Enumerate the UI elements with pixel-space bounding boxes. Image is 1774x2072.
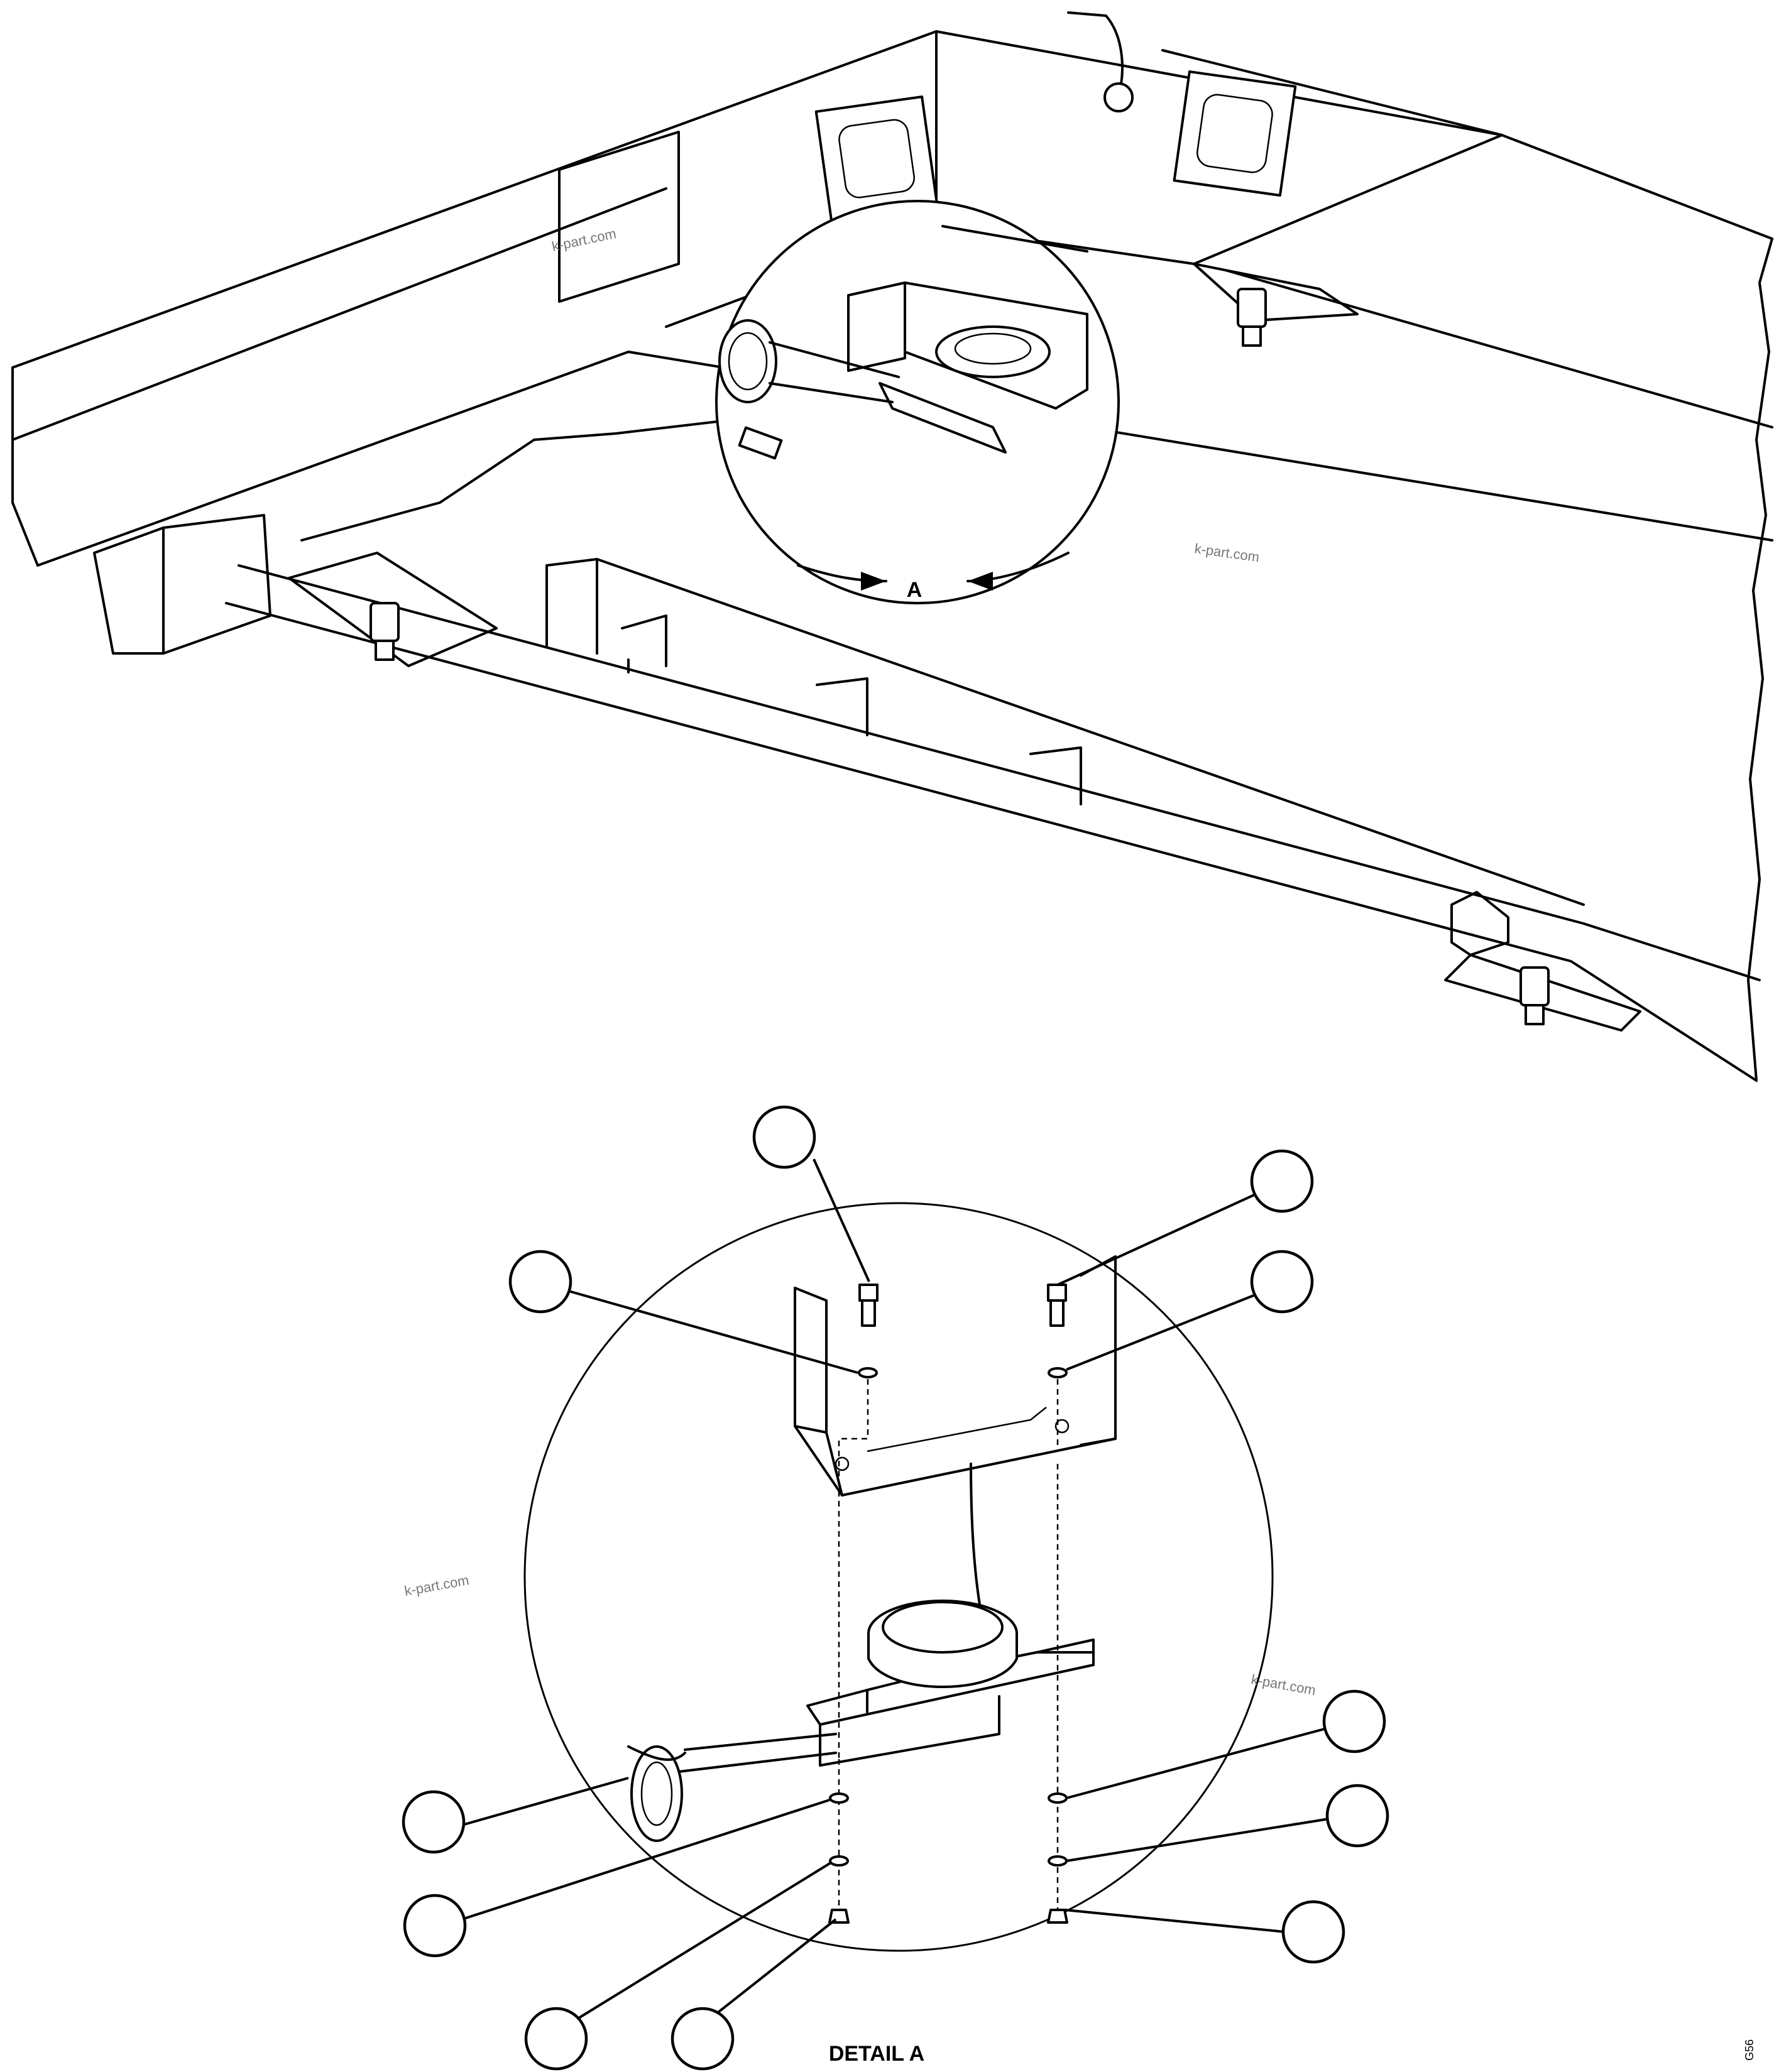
callout-bubble bbox=[752, 1105, 816, 1169]
washer-upper-left bbox=[858, 1367, 878, 1378]
nut-lower-right bbox=[1047, 1909, 1068, 1924]
view-arrow-group bbox=[797, 552, 1070, 591]
horn-assembly bbox=[627, 1600, 1095, 1842]
detail-a-exploded-view: DETAIL A bbox=[402, 1105, 1389, 2071]
callout-bubble bbox=[1281, 1900, 1345, 1964]
mount-pad-right bbox=[1193, 263, 1359, 347]
vent-left bbox=[814, 95, 939, 222]
washer-lower-right-2 bbox=[1048, 1855, 1068, 1867]
washer-lower-right-1 bbox=[1048, 1792, 1068, 1804]
vent-right bbox=[1173, 70, 1297, 197]
watermark: k-part.com bbox=[1193, 540, 1260, 565]
mount-pad-far bbox=[1519, 966, 1550, 1025]
watermark: k-part.com bbox=[1250, 1671, 1317, 1698]
bolt-right bbox=[1047, 1284, 1067, 1327]
callout-bubble bbox=[671, 2007, 735, 2071]
callout-bubble bbox=[1325, 1784, 1389, 1848]
callout-bubble bbox=[1250, 1149, 1314, 1213]
mount-pad-left bbox=[288, 552, 498, 667]
washer-lower-left-1 bbox=[829, 1792, 849, 1804]
watermark: k-part.com bbox=[403, 1572, 471, 1599]
detail-a-circle bbox=[715, 200, 1120, 604]
callout-bubble bbox=[402, 1790, 466, 1854]
view-label: A bbox=[907, 578, 923, 602]
washer-upper-right bbox=[1048, 1367, 1068, 1378]
callout-bubble bbox=[508, 1250, 572, 1314]
washer-lower-left-2 bbox=[829, 1855, 849, 1867]
callout-bubble bbox=[524, 2007, 588, 2071]
callout-bubble bbox=[1250, 1250, 1314, 1314]
mounting-bracket bbox=[794, 1255, 1117, 1610]
bolt-left bbox=[858, 1284, 879, 1327]
detail-label: DETAIL A bbox=[829, 2042, 924, 2066]
machine-underside-view: A bbox=[11, 11, 1773, 1082]
callout-bubble bbox=[1322, 1689, 1386, 1753]
drawing-number: G56 bbox=[1743, 2039, 1756, 2061]
callout-bubble bbox=[403, 1894, 467, 1958]
